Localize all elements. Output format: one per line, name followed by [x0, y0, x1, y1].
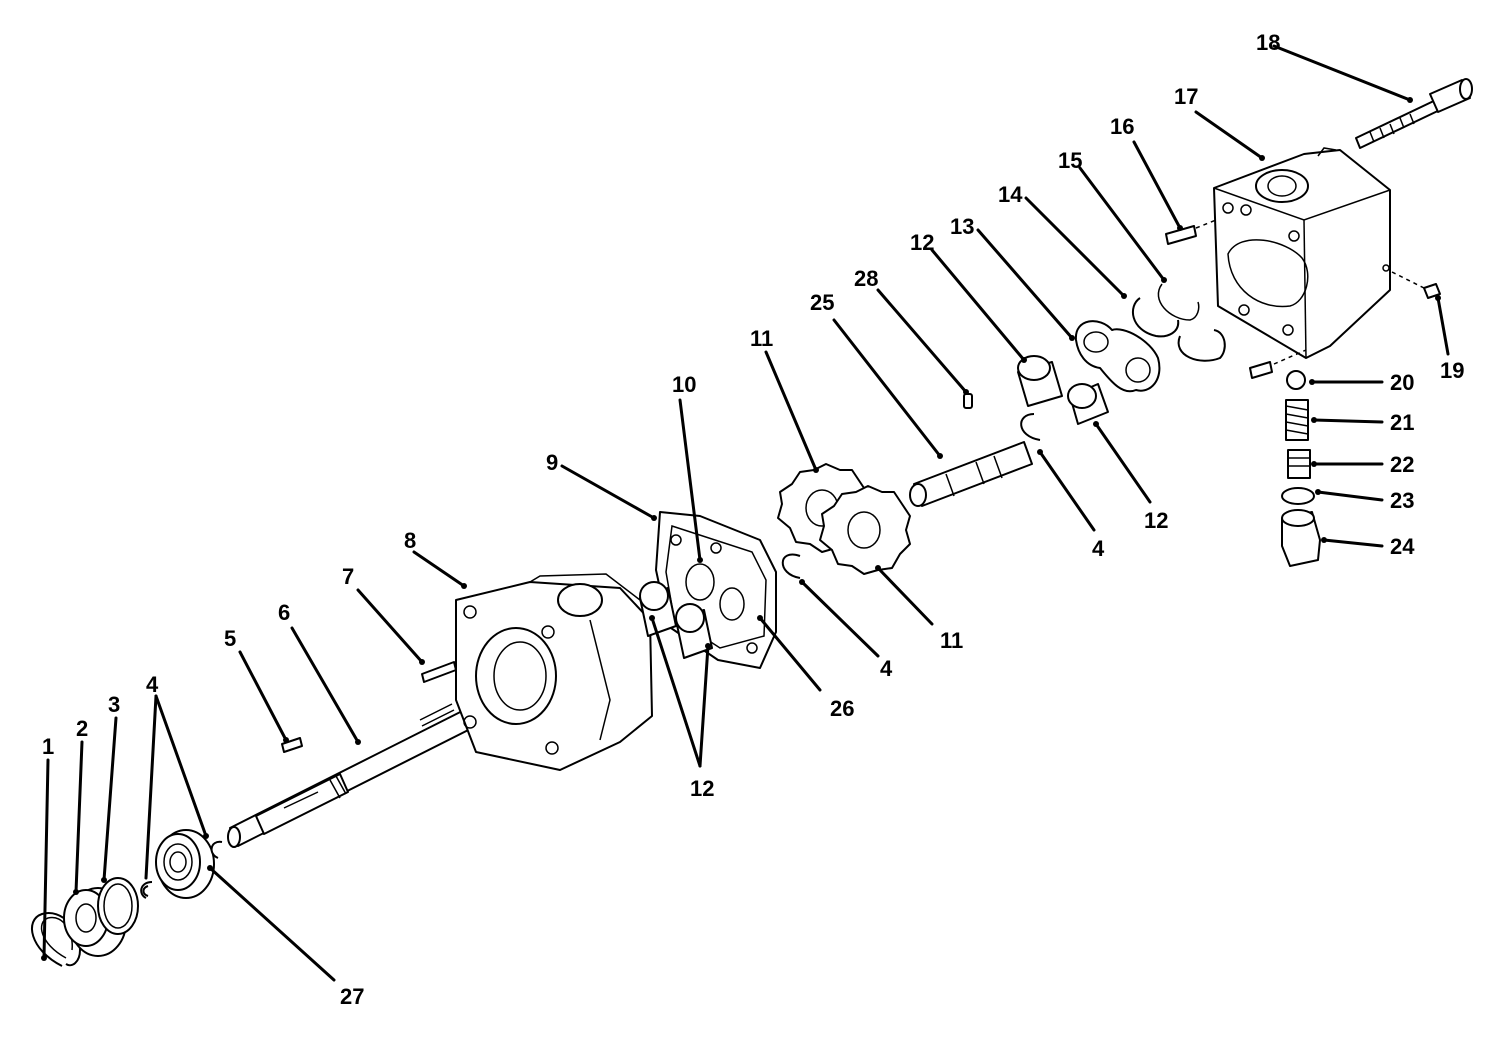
part-12-bushing-lower: [1067, 383, 1109, 425]
callout-25: 25: [810, 290, 834, 315]
part-13-pressure-plate: [1074, 320, 1161, 393]
part-4-snap-ring: [140, 881, 153, 899]
callout-labels: 1 2 3 4 5 6 7 8 9 10 11 11 12 12 12 13 1…: [42, 30, 1464, 1009]
part-21-spring: [1285, 399, 1309, 441]
callout-28: 28: [854, 266, 878, 291]
part-18-cap-screw: [1355, 78, 1473, 149]
part-6-shaft: [227, 691, 509, 848]
callout-7: 7: [342, 564, 354, 589]
callout-15: 15: [1058, 148, 1082, 173]
callout-18: 18: [1256, 30, 1280, 55]
callout-12-upper: 12: [910, 230, 934, 255]
part-24-relief-plug: [1281, 509, 1321, 567]
callout-1: 1: [42, 734, 54, 759]
callout-16: 16: [1110, 114, 1134, 139]
part-8-front-housing: [455, 573, 653, 771]
lower-dowel-pin: [1249, 349, 1307, 379]
callout-4-bearing: 4: [146, 672, 159, 697]
part-4-shaft-snap-ring: [210, 840, 223, 859]
callout-6: 6: [278, 600, 290, 625]
callout-23: 23: [1390, 488, 1414, 513]
part-11-gear-front: [819, 485, 911, 575]
callout-10: 10: [672, 372, 696, 397]
part-15-backup-seal: [1157, 283, 1226, 362]
callout-12-left: 12: [690, 776, 714, 801]
part-23-o-ring: [1281, 487, 1315, 505]
part-27-bearing: [155, 829, 215, 899]
callout-19: 19: [1440, 358, 1464, 383]
part-12-bushings-left: [639, 581, 713, 659]
part-9-wear-plate: [655, 511, 777, 669]
callout-8: 8: [404, 528, 416, 553]
callout-20: 20: [1390, 370, 1414, 395]
callout-4-right: 4: [1092, 536, 1105, 561]
part-25-idler-shaft: [909, 441, 1033, 507]
callout-14: 14: [998, 182, 1023, 207]
callout-17: 17: [1174, 84, 1198, 109]
callout-11-upper: 11: [750, 326, 773, 351]
part-19-plug: [1391, 271, 1441, 299]
part-4-gear-snap-ring: [781, 553, 801, 579]
callout-11-lower: 11: [940, 628, 963, 653]
part-5-key: [281, 737, 303, 753]
callout-26: 26: [830, 696, 854, 721]
callout-2: 2: [76, 716, 88, 741]
part-7-key: [421, 661, 457, 683]
callout-4-gear: 4: [880, 656, 893, 681]
part-10-plate-port: [685, 563, 745, 621]
part-3-spacer: [97, 877, 139, 935]
callout-24: 24: [1390, 534, 1415, 559]
part-14-seal: [1132, 297, 1180, 338]
part-20-ball: [1286, 370, 1306, 390]
callout-22: 22: [1390, 452, 1414, 477]
part-28-pin: [963, 393, 973, 409]
callout-12-right: 12: [1144, 508, 1168, 533]
part-17-rear-housing: [1213, 147, 1391, 359]
callout-21: 21: [1390, 410, 1414, 435]
callout-9: 9: [546, 450, 558, 475]
callout-5: 5: [224, 626, 236, 651]
part-22-relief-piston: [1287, 449, 1311, 479]
callout-3: 3: [108, 692, 120, 717]
callout-13: 13: [950, 214, 974, 239]
part-12-bushing-upper: [1017, 355, 1063, 407]
leader-dots: [41, 97, 1441, 961]
leader-lines: [42, 44, 1450, 982]
part-4-right-snap-ring: [1020, 413, 1041, 441]
callout-27: 27: [340, 984, 364, 1009]
